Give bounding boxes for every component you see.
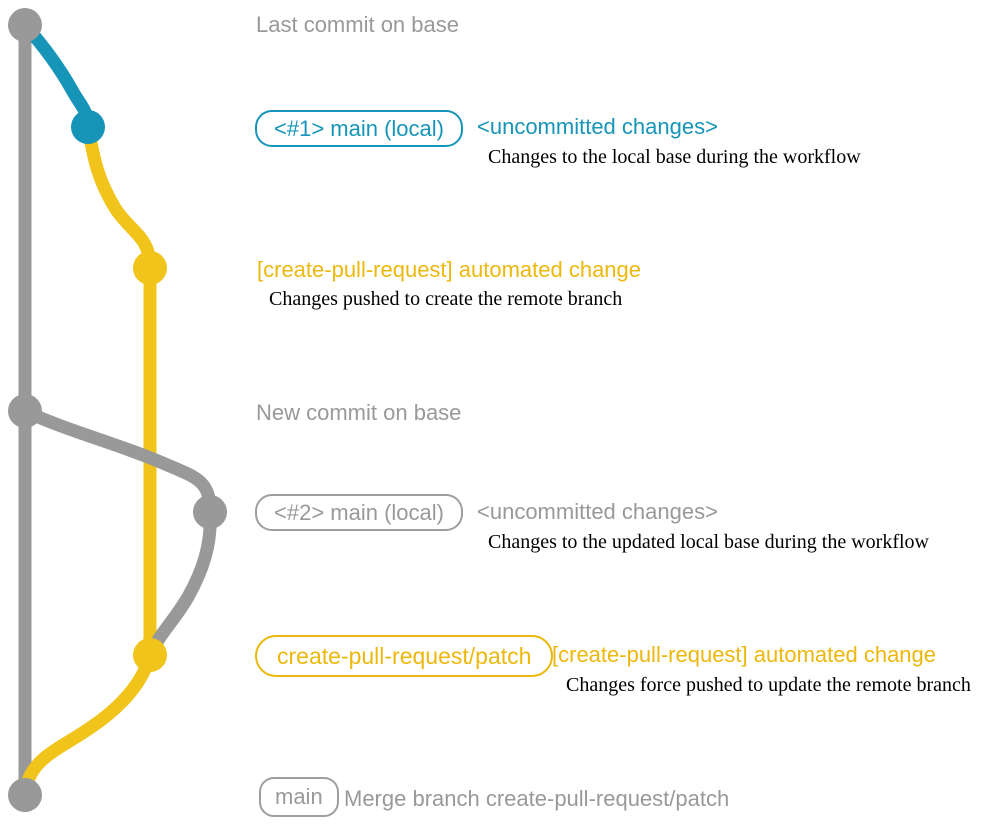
branch-ref-main-local-1: <#1> main (local) [255, 110, 463, 147]
commit-dot-patch-1 [133, 251, 167, 285]
last-commit-label: Last commit on base [256, 12, 459, 37]
branch-ref-patch: create-pull-request/patch [255, 635, 554, 677]
automated-change-label-2: [create-pull-request] automated change [552, 642, 937, 667]
uncommitted-changes-desc-1: Changes to the local base during the wor… [488, 146, 861, 168]
uncommitted-changes-desc-2: Changes to the updated local base during… [488, 531, 929, 553]
automated-change-desc-1: Changes pushed to create the remote bran… [269, 288, 623, 310]
commit-dot-new-base [8, 394, 42, 428]
commit-dot-main-local-2 [193, 495, 227, 529]
base-update-curve [22, 405, 217, 513]
uncommitted-changes-label-2: <uncommitted changes> [477, 499, 718, 524]
uncommitted-changes-label-1: <uncommitted changes> [477, 114, 718, 139]
branch-ref-main: main [259, 777, 339, 817]
reset-curve [144, 511, 217, 658]
commit-dot-merge [8, 778, 42, 812]
branch-ref-main-local-2: <#2> main (local) [255, 494, 463, 531]
local-main-curve [20, 20, 95, 128]
merge-commit-label: Merge branch create-pull-request/patch [344, 786, 730, 811]
commit-dot-patch-2 [133, 638, 167, 672]
automated-change-desc-2: Changes force pushed to update the remot… [566, 674, 971, 696]
automated-change-label-1: [create-pull-request] automated change [257, 257, 642, 282]
commit-dot-main-local-1 [71, 110, 105, 144]
new-commit-label: New commit on base [256, 400, 462, 425]
commit-dot-last-base [8, 8, 42, 42]
